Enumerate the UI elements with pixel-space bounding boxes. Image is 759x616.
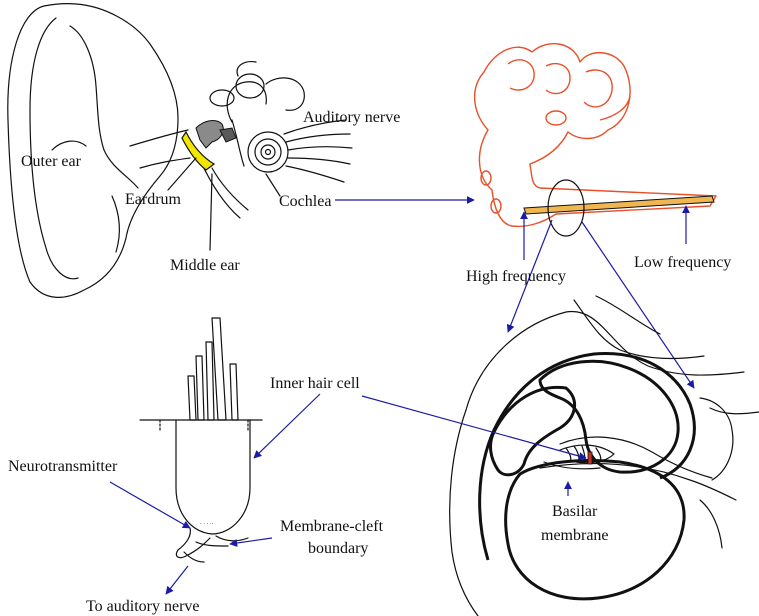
eardrum-leader-line bbox=[168, 158, 196, 190]
to-auditory-nerve-label: To auditory nerve bbox=[86, 598, 200, 615]
cochlea-leader-line bbox=[266, 174, 280, 196]
membrane-cleft-label-line2: boundary bbox=[308, 540, 368, 557]
basilar-label-line1: Basilar bbox=[552, 503, 598, 520]
inner-hair-cell-right-arrow bbox=[362, 396, 586, 458]
neurotransmitter-label: Neurotransmitter bbox=[8, 458, 118, 475]
inner-ear-small bbox=[210, 62, 304, 172]
high-frequency-label: High frequency bbox=[466, 268, 566, 285]
membrane-cleft-label-line1: Membrane-cleft bbox=[280, 518, 384, 535]
basilar-label-line2: membrane bbox=[541, 527, 609, 544]
outer-ear-label: Outer ear bbox=[21, 153, 82, 170]
cochlea-cross-section bbox=[450, 296, 759, 616]
outer-ear-drawing bbox=[8, 4, 178, 298]
cochlea-label: Cochlea bbox=[279, 193, 331, 210]
middle-ear-leader-line bbox=[210, 174, 212, 250]
middle-ear-label: Middle ear bbox=[170, 257, 240, 274]
to-auditory-nerve-arrow bbox=[166, 566, 188, 594]
inner-hair-cell-label: Inner hair cell bbox=[270, 375, 360, 392]
low-frequency-label: Low frequency bbox=[634, 254, 731, 271]
auditory-nerve-fibers bbox=[284, 120, 352, 182]
zoom-right-arrow bbox=[582, 222, 694, 388]
auditory-nerve-label: Auditory nerve bbox=[303, 109, 400, 126]
ossicles-shape bbox=[196, 121, 236, 148]
hair-cell-detail: . . . .. bbox=[140, 318, 262, 562]
inner-hair-cell-left-arrow bbox=[254, 394, 320, 458]
inner-hair-cell-small bbox=[588, 452, 592, 464]
eardrum-label: Eardrum bbox=[125, 191, 182, 208]
svg-text:. . . ..: . . . .. bbox=[200, 520, 214, 526]
